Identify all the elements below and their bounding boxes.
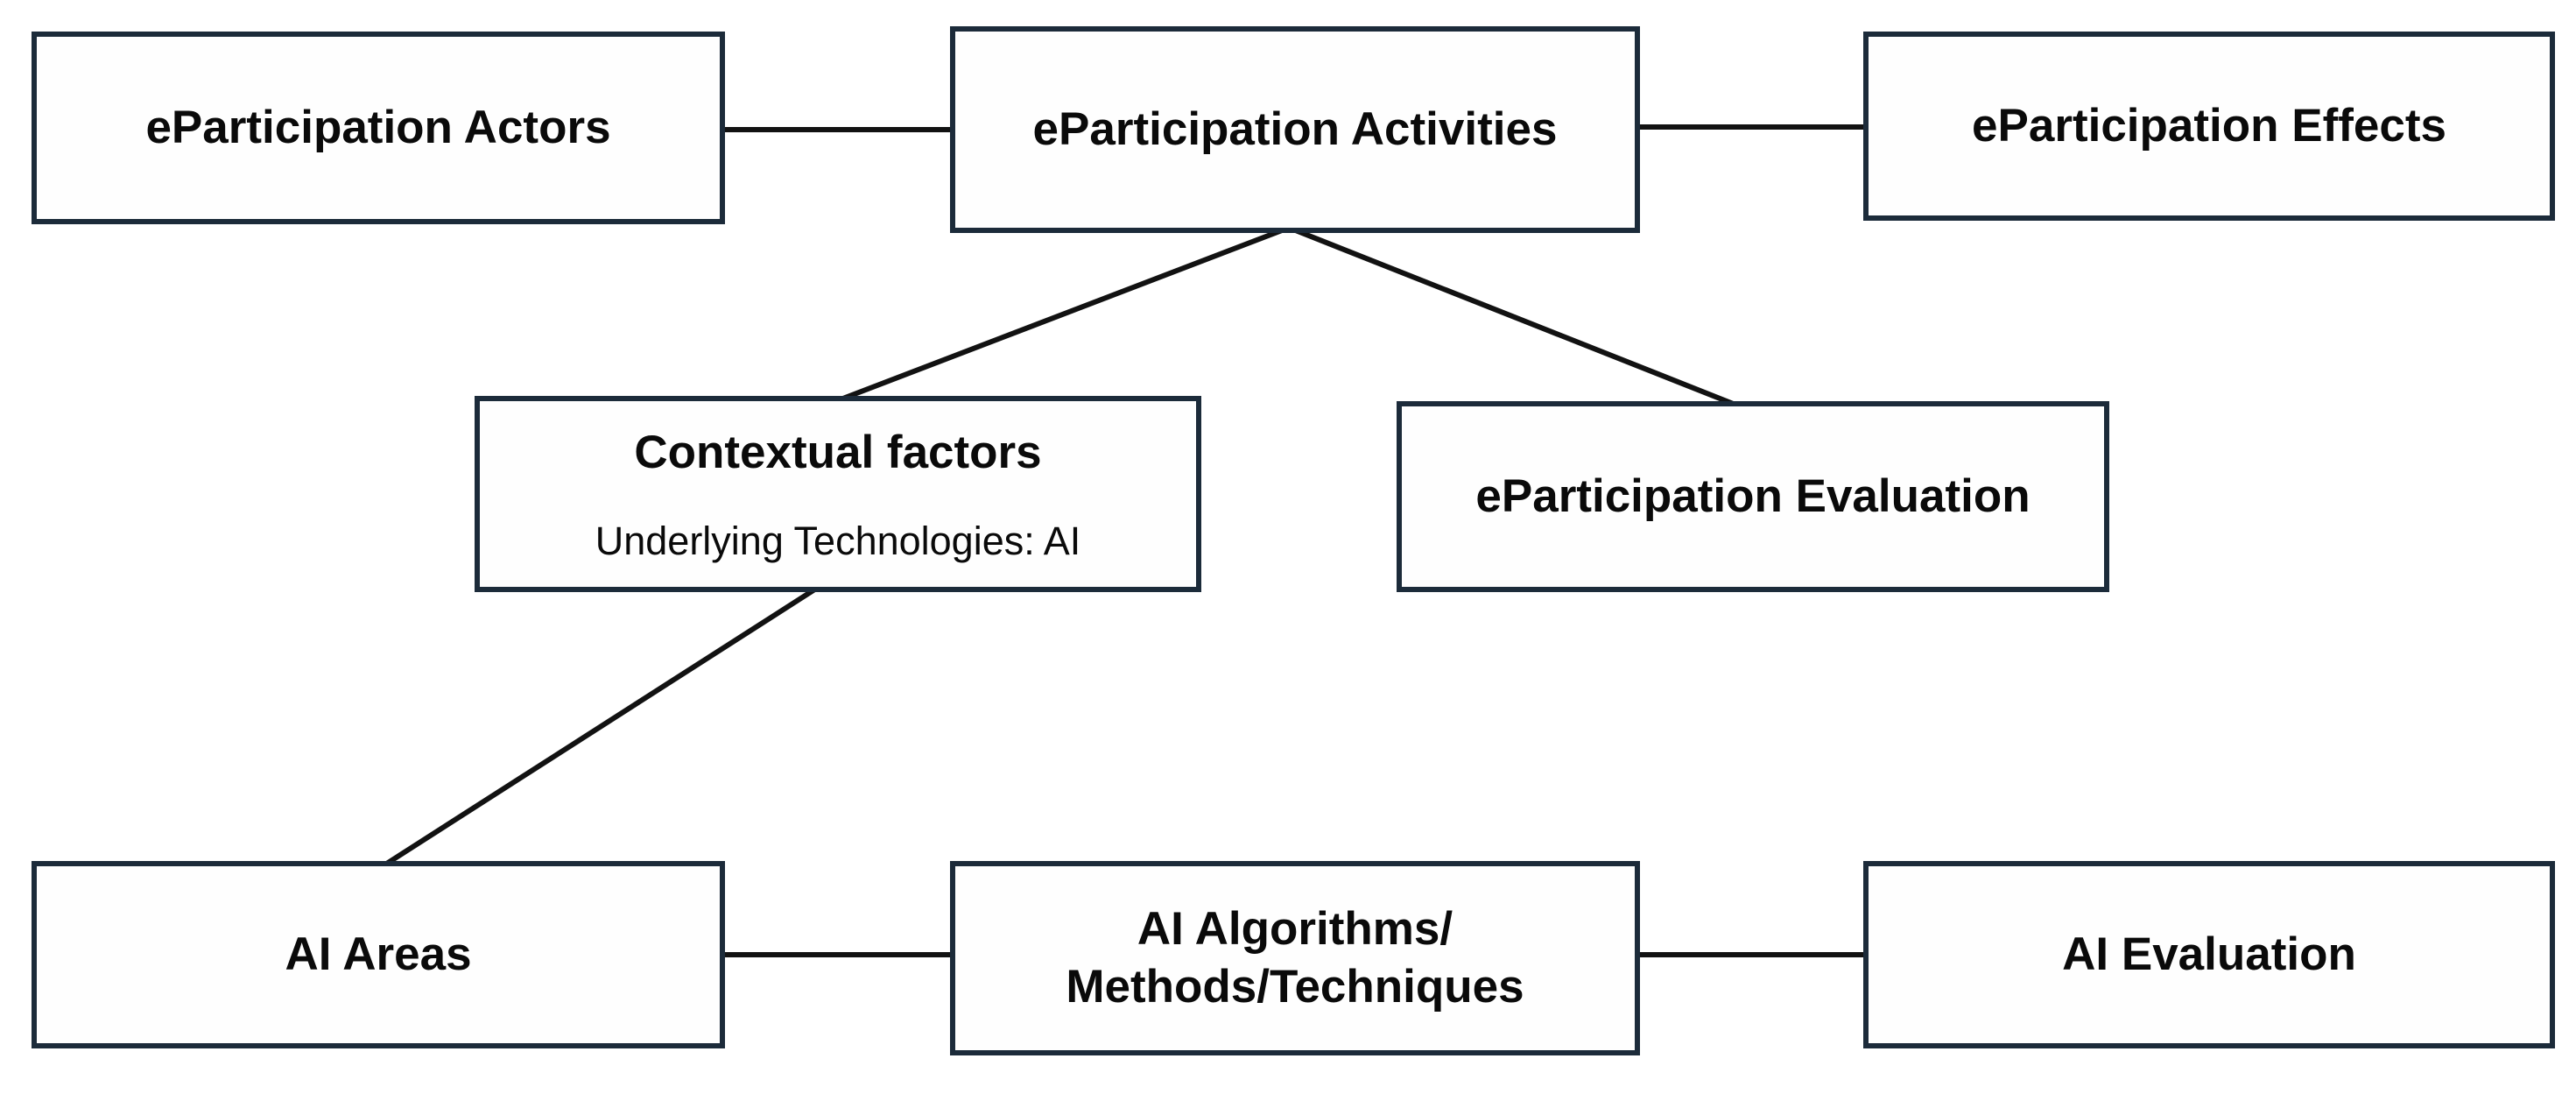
node-eparticipation-activities: eParticipation Activities xyxy=(950,26,1640,233)
node-eparticipation-actors-label: eParticipation Actors xyxy=(145,101,611,153)
node-ai-algorithms-methods-techniques: AI Algorithms/ Methods/Techniques xyxy=(950,861,1640,1055)
node-ai-areas: AI Areas xyxy=(32,861,725,1048)
connector-contextual-ai-areas xyxy=(384,586,818,867)
node-eparticipation-effects: eParticipation Effects xyxy=(1863,32,2555,221)
connector-activities-contextual xyxy=(839,225,1291,402)
connector-activities-evaluation xyxy=(1287,225,1737,407)
node-contextual-factors-subtitle: Underlying Technologies: AI xyxy=(595,519,1081,564)
node-ai-evaluation-label: AI Evaluation xyxy=(2062,928,2356,980)
node-contextual-factors: Contextual factors Underlying Technologi… xyxy=(475,396,1201,592)
node-eparticipation-effects-label: eParticipation Effects xyxy=(1972,99,2446,152)
node-contextual-factors-title: Contextual factors xyxy=(634,426,1042,478)
node-ai-evaluation: AI Evaluation xyxy=(1863,861,2555,1048)
node-eparticipation-evaluation: eParticipation Evaluation xyxy=(1397,401,2109,592)
node-eparticipation-activities-label: eParticipation Activities xyxy=(1032,102,1558,155)
node-ai-algorithms-methods-techniques-label: AI Algorithms/ Methods/Techniques xyxy=(1066,902,1524,1013)
node-eparticipation-evaluation-label: eParticipation Evaluation xyxy=(1475,469,2031,522)
node-eparticipation-actors: eParticipation Actors xyxy=(32,32,725,224)
node-ai-areas-label: AI Areas xyxy=(285,928,472,980)
